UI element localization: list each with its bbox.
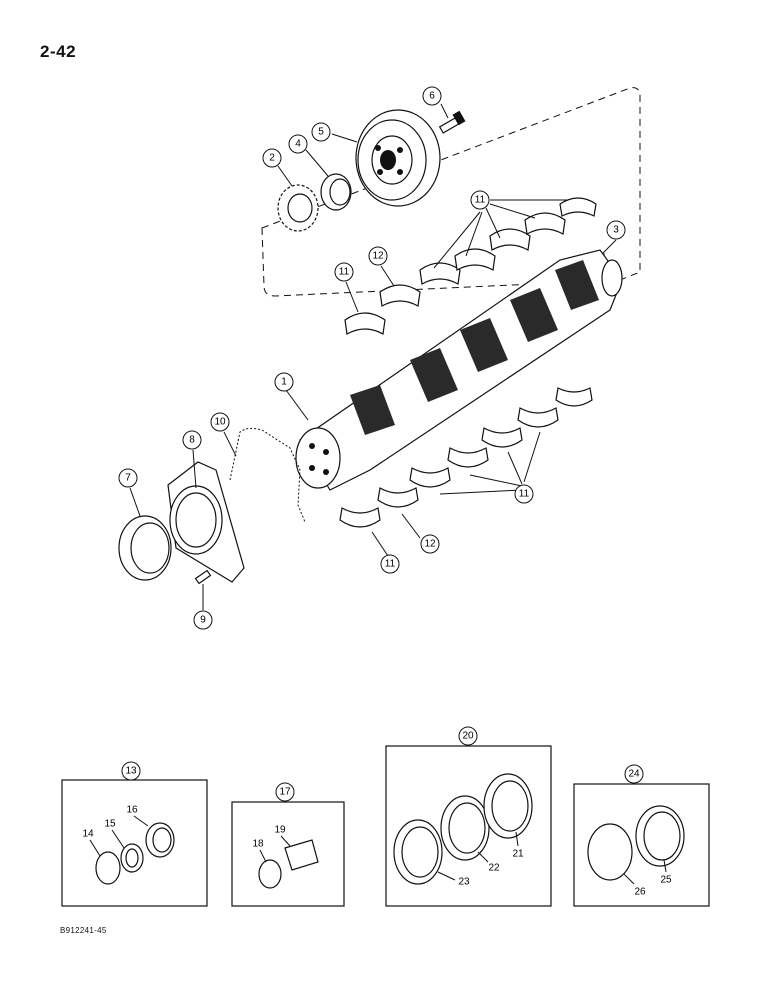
svg-text:11: 11 xyxy=(475,195,486,206)
svg-text:1: 1 xyxy=(281,377,287,388)
svg-text:3: 3 xyxy=(613,225,619,236)
callout-5: 5 xyxy=(311,122,331,142)
svg-text:11: 11 xyxy=(385,559,396,570)
inset-box-20 xyxy=(385,745,552,907)
lower-bearing-shells xyxy=(339,387,593,528)
spacer-ring xyxy=(320,173,352,211)
callout-24: 24 xyxy=(624,764,644,784)
callout-11-left: 11 xyxy=(334,262,354,282)
callout-11-bottom: 11 xyxy=(380,554,400,574)
inset-box-24 xyxy=(573,783,710,907)
callout-11-top: 11 xyxy=(470,190,490,210)
upper-bearing-shells xyxy=(344,197,597,335)
crankshaft-gear xyxy=(277,184,319,232)
svg-text:5: 5 xyxy=(318,127,324,138)
svg-text:9: 9 xyxy=(200,615,206,626)
svg-text:12: 12 xyxy=(424,539,436,550)
callout-7: 7 xyxy=(118,468,138,488)
svg-text:2: 2 xyxy=(269,153,275,164)
callout-17: 17 xyxy=(275,782,295,802)
callout-9: 9 xyxy=(193,610,213,630)
svg-text:11: 11 xyxy=(519,489,530,500)
svg-text:20: 20 xyxy=(462,731,474,742)
label-18: 18 xyxy=(252,839,264,850)
housing-bolt xyxy=(194,569,212,585)
inset-box-17 xyxy=(231,801,345,907)
page-number: 2-42 xyxy=(40,42,77,61)
label-16: 16 xyxy=(126,805,138,816)
svg-text:24: 24 xyxy=(628,769,640,780)
svg-text:4: 4 xyxy=(295,139,301,150)
label-26: 26 xyxy=(634,887,646,898)
svg-text:7: 7 xyxy=(125,473,131,484)
svg-text:6: 6 xyxy=(429,91,435,102)
crankshaft xyxy=(295,249,623,491)
rear-seal-housing xyxy=(167,461,245,583)
callout-20: 20 xyxy=(458,726,478,746)
callout-1: 1 xyxy=(274,372,294,392)
pulley-damper xyxy=(355,109,441,207)
gasket xyxy=(229,427,306,523)
label-23: 23 xyxy=(458,877,470,888)
callout-12-top: 12 xyxy=(368,246,388,266)
label-21: 21 xyxy=(512,849,524,860)
svg-text:11: 11 xyxy=(339,267,350,278)
label-19: 19 xyxy=(274,825,286,836)
label-15: 15 xyxy=(104,819,116,830)
callout-10: 10 xyxy=(210,412,230,432)
svg-text:8: 8 xyxy=(189,435,195,446)
rear-seal xyxy=(118,515,172,581)
inset-box-13 xyxy=(61,779,208,907)
pulley-bolt xyxy=(438,110,466,134)
callout-11-right: 11 xyxy=(514,484,534,504)
svg-text:10: 10 xyxy=(214,417,226,428)
svg-text:17: 17 xyxy=(279,787,291,798)
callout-8: 8 xyxy=(182,430,202,450)
dashed-group-outline xyxy=(261,87,641,297)
figure-code: B912241-45 xyxy=(60,926,107,935)
callout-3: 3 xyxy=(606,220,626,240)
leader-lines xyxy=(129,103,617,610)
callout-12-bottom: 12 xyxy=(420,534,440,554)
label-14: 14 xyxy=(82,829,94,840)
callout-2: 2 xyxy=(262,148,282,168)
callout-4: 4 xyxy=(288,134,308,154)
callout-13: 13 xyxy=(121,761,141,781)
label-22: 22 xyxy=(488,863,500,874)
svg-text:13: 13 xyxy=(125,766,137,777)
label-25: 25 xyxy=(660,875,672,886)
callout-6: 6 xyxy=(422,86,442,106)
svg-text:12: 12 xyxy=(372,251,384,262)
